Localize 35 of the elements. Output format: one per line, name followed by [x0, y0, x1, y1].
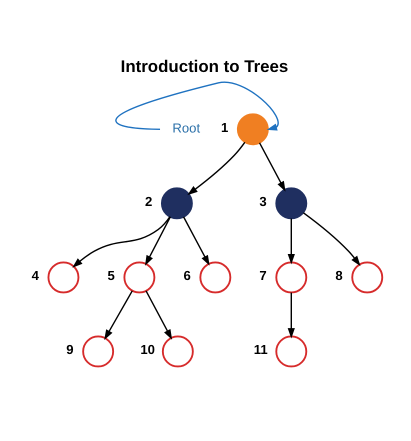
arrow: [145, 290, 172, 340]
node-circle: [82, 336, 114, 368]
arrow: [104, 290, 133, 340]
arrow: [187, 142, 246, 196]
node-circle: [48, 261, 80, 294]
arrow: [258, 142, 286, 192]
node-circle: [275, 336, 308, 368]
node-circle: [275, 261, 308, 294]
diagram-title: Introduction to Trees: [120, 57, 288, 76]
arrow: [116, 82, 279, 131]
node-label: 8: [335, 268, 343, 283]
arrow: [288, 218, 295, 264]
node-circle: [123, 261, 156, 294]
node-label: 1: [220, 120, 228, 135]
node-label: 9: [66, 342, 74, 358]
node-label: 4: [32, 268, 39, 283]
node-circle: [160, 187, 193, 220]
node-label: 11: [254, 342, 268, 358]
node-text: Root: [172, 120, 200, 136]
arrow: [145, 216, 171, 266]
arrow: [182, 216, 210, 266]
node-label: 10: [140, 342, 155, 358]
node-circle: [275, 187, 308, 220]
node-label: 6: [183, 268, 191, 283]
node-label: 3: [259, 194, 267, 209]
node-label: 7: [259, 268, 267, 283]
arrow: [288, 292, 295, 338]
arrow: [303, 212, 360, 266]
node-label: 2: [145, 194, 152, 209]
node-label: 5: [108, 268, 115, 283]
node-circle: [199, 261, 232, 294]
node-circle: [351, 261, 384, 294]
node-circle: [236, 113, 269, 146]
arrow: [72, 216, 171, 268]
node-circle: [162, 336, 194, 368]
